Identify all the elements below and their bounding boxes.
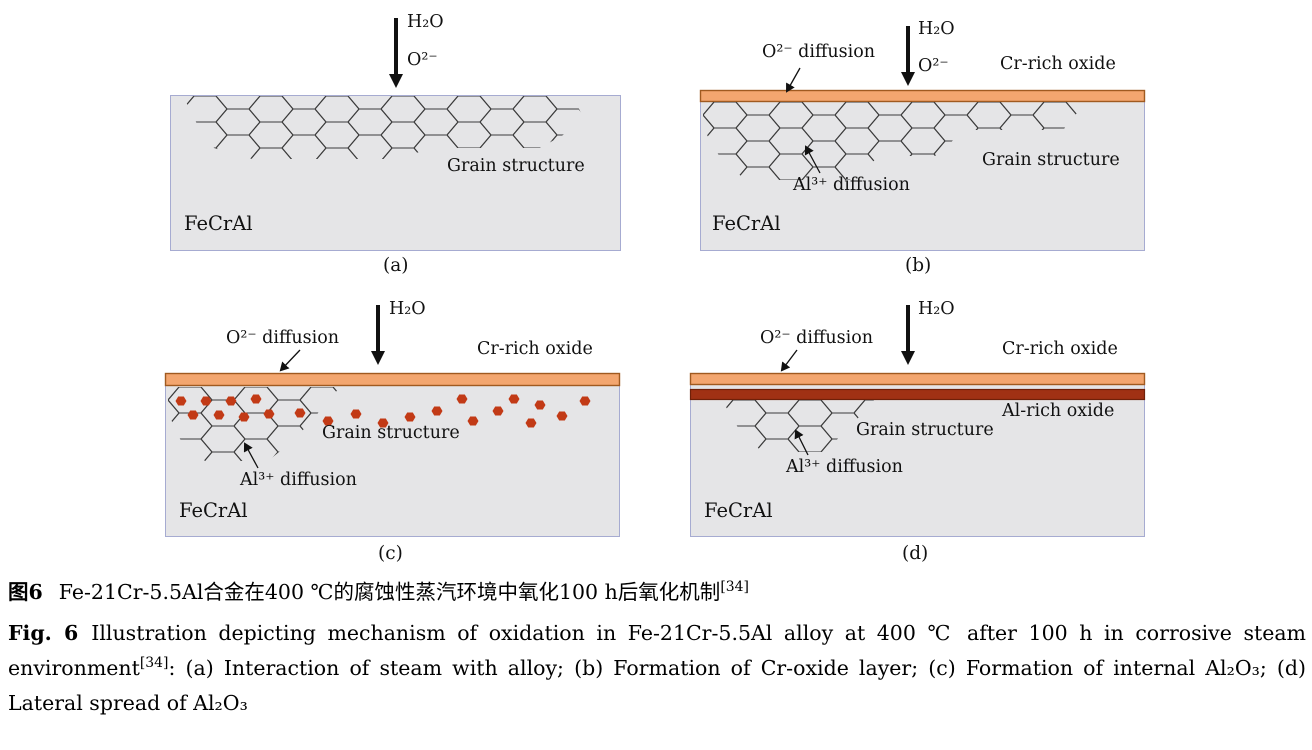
- citation-ref: [34]: [139, 655, 169, 672]
- caption-text-en: Illustration depicting mechanism of oxid…: [8, 621, 1306, 680]
- panel-d-grain-region: [722, 400, 874, 452]
- al-diffusion-label: Al³⁺ diffusion: [793, 175, 910, 195]
- panel-a: [170, 18, 621, 251]
- panel-c-grain-region: [168, 387, 340, 461]
- panel-b-h2o-arrow: [901, 26, 915, 86]
- al-diffusion-label: Al³⁺ diffusion: [786, 457, 903, 477]
- fecral-label: FeCrAl: [179, 499, 248, 522]
- panel-d-al-oxide-layer: [689, 388, 1146, 401]
- o2-diffusion-label: O²⁻ diffusion: [760, 328, 874, 348]
- cr-rich-oxide-label: Cr-rich oxide: [1002, 339, 1118, 359]
- h2o-label: H₂O: [918, 299, 955, 319]
- figure-number-en: Fig. 6: [8, 621, 79, 645]
- figure-caption: 图6 Fe-21Cr-5.5Al合金在400 ℃的腐蚀性蒸汽环境中氧化100 h后…: [8, 577, 1306, 721]
- panel-d: [689, 305, 1146, 537]
- fecral-label: FeCrAl: [704, 499, 773, 522]
- cr-rich-oxide-label: Cr-rich oxide: [1000, 54, 1116, 74]
- panel-d-tag: (d): [902, 543, 929, 564]
- caption-subtext-en: : (a) Interaction of steam with alloy; (…: [8, 656, 1306, 715]
- fecral-label: FeCrAl: [712, 212, 781, 235]
- al-rich-oxide-label: Al-rich oxide: [1002, 401, 1115, 421]
- panel-b-al-diffusion-arrow: [804, 145, 821, 174]
- grain-structure-label: Grain structure: [982, 150, 1120, 170]
- panel-c-cr-oxide-layer: [164, 372, 621, 387]
- panel-d-al-diffusion-arrow: [794, 429, 809, 456]
- o2-label: O²⁻: [918, 56, 949, 76]
- grain-structure-label: Grain structure: [447, 156, 585, 176]
- panel-c-tag: (c): [378, 543, 403, 564]
- panel-b-grain-region: [703, 102, 1086, 180]
- h2o-label: H₂O: [918, 19, 955, 39]
- caption-text-zh: Fe-21Cr-5.5Al合金在400 ℃的腐蚀性蒸汽环境中氧化100 h后氧化…: [58, 580, 721, 604]
- figure-caption-zh: 图6 Fe-21Cr-5.5Al合金在400 ℃的腐蚀性蒸汽环境中氧化100 h后…: [8, 577, 1306, 607]
- grain-structure-label: Grain structure: [856, 420, 994, 440]
- panel-b-cr-oxide-layer: [699, 89, 1146, 103]
- panel-d-h2o-arrow: [901, 305, 915, 365]
- panel-c-o2-diffusion-arrow: [279, 349, 301, 372]
- panel-a-h2o-arrow: [389, 18, 403, 88]
- h2o-label: H₂O: [407, 12, 444, 32]
- o2-diffusion-label: O²⁻ diffusion: [226, 328, 340, 348]
- panel-c-al-diffusion-arrow: [243, 442, 259, 469]
- o2-label: O²⁻: [407, 50, 438, 70]
- o2-diffusion-label: O²⁻ diffusion: [762, 42, 876, 62]
- cr-rich-oxide-label: Cr-rich oxide: [477, 339, 593, 359]
- figure-number-zh: 图6: [8, 580, 43, 604]
- panel-b-tag: (b): [905, 255, 932, 276]
- panel-a-grain-region: [183, 96, 586, 159]
- panel-d-cr-oxide-layer: [689, 372, 1146, 386]
- grain-structure-label: Grain structure: [322, 423, 460, 443]
- al-diffusion-label: Al³⁺ diffusion: [240, 470, 357, 490]
- panel-b-o2-diffusion-arrow: [786, 67, 801, 93]
- h2o-label: H₂O: [389, 299, 426, 319]
- panel-a-tag: (a): [383, 255, 409, 276]
- panel-c: [164, 305, 621, 537]
- panel-d-o2-diffusion-arrow: [780, 349, 798, 372]
- citation-ref: [34]: [720, 579, 749, 596]
- panel-b: [699, 26, 1146, 251]
- panel-c-h2o-arrow: [371, 305, 385, 365]
- fecral-label: FeCrAl: [184, 212, 253, 235]
- diagram-canvas: [164, 18, 1146, 537]
